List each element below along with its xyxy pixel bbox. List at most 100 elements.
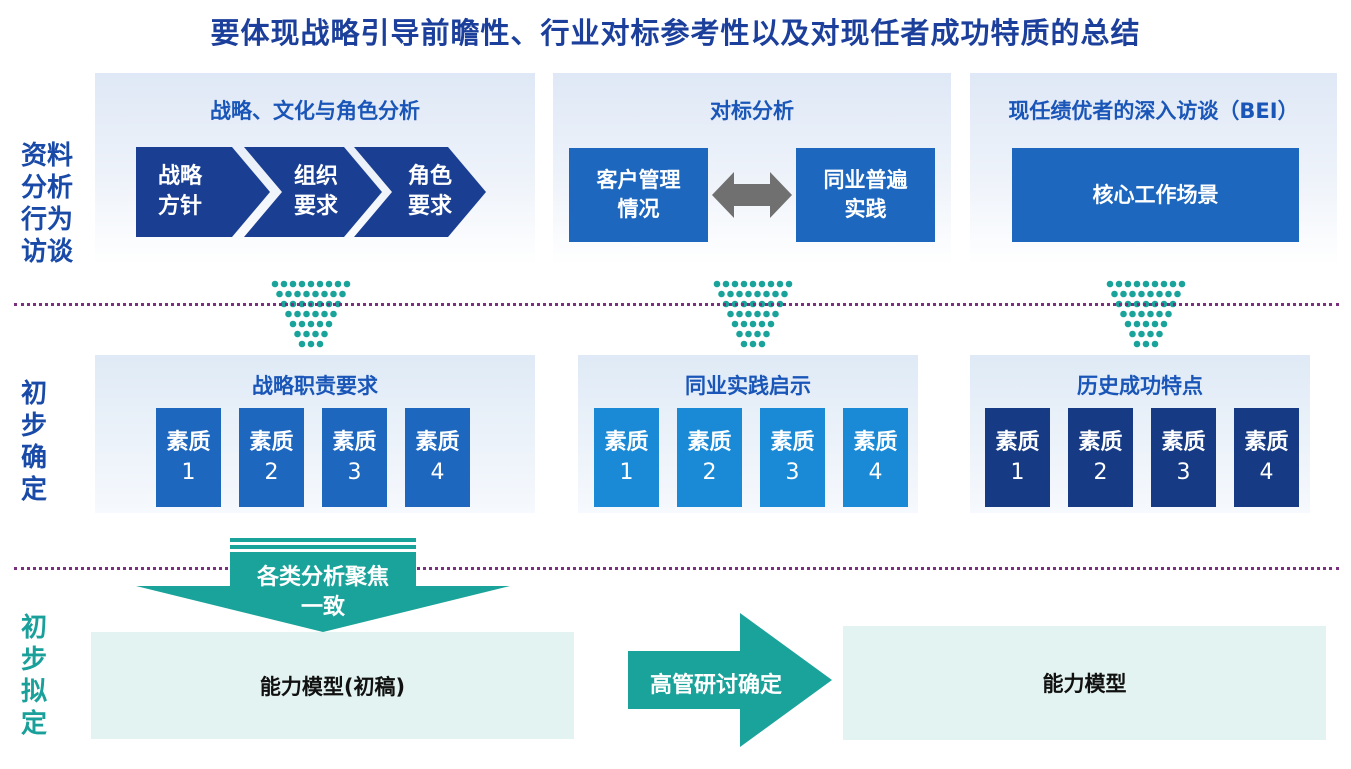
funnel-dot: [1142, 320, 1150, 328]
funnel-dot: [303, 290, 310, 298]
chevron-role-requirements: [354, 147, 486, 237]
funnel-dot: [736, 310, 743, 318]
funnel-dot: [1133, 340, 1141, 348]
funnel-dot: [1151, 320, 1159, 328]
funnel-dot: [727, 290, 734, 298]
quality-number: 1: [619, 459, 634, 485]
funnel-dot: [1120, 290, 1127, 298]
funnel-dot: [763, 290, 770, 298]
quality-number: 4: [1259, 459, 1274, 485]
quality-box: 素质 4: [1234, 408, 1299, 507]
funnel-dot: [294, 310, 301, 318]
quality-number: 4: [430, 459, 445, 485]
funnel-dot: [316, 280, 324, 288]
step-role-requirements: 角色要求: [390, 160, 470, 224]
quality-number: 3: [1176, 459, 1191, 485]
funnel-dot: [316, 320, 324, 328]
funnel-dot: [1151, 340, 1159, 348]
step-line: 方针: [157, 194, 202, 219]
quality-label: 素质: [853, 429, 898, 455]
funnel-dot: [1133, 320, 1141, 328]
funnel-dot: [303, 310, 310, 318]
funnel-dot: [312, 330, 319, 338]
row-label-line: 行为: [20, 205, 73, 235]
quality-label: 素质: [604, 429, 649, 455]
focus-down-arrow: [136, 538, 510, 632]
funnel-dot: [1156, 290, 1163, 298]
page-title: 要体现战略引导前瞻性、行业对标参考性以及对现任者成功特质的总结: [210, 16, 1141, 50]
funnel-dot: [334, 280, 342, 288]
funnel-dot: [1160, 280, 1168, 288]
row-label-line: 资料: [20, 141, 73, 171]
funnel-dot: [781, 290, 788, 298]
funnel-dot: [713, 280, 721, 288]
quality-label: 素质: [332, 429, 377, 455]
funnel-dot: [745, 330, 752, 338]
quality-label: 素质: [687, 429, 732, 455]
funnel-dot: [321, 310, 328, 318]
funnel-dot: [754, 310, 761, 318]
funnel-dot: [1124, 280, 1132, 288]
quality-number: 2: [264, 459, 279, 485]
funnel-dot: [1129, 290, 1136, 298]
funnel-dot: [1156, 330, 1163, 338]
quality-label: 素质: [770, 429, 815, 455]
row-label-line: 定: [20, 475, 47, 505]
funnel-dot: [1156, 310, 1163, 318]
funnel-dot: [736, 330, 743, 338]
strategy-chevrons: [136, 147, 486, 237]
funnel-dot: [1138, 310, 1145, 318]
funnel-dot: [289, 320, 297, 328]
funnel-dot: [325, 320, 333, 328]
funnel-dot: [330, 310, 337, 318]
funnel-dot: [754, 290, 761, 298]
funnel-dot: [1124, 320, 1132, 328]
funnel-dot: [1151, 280, 1159, 288]
quality-number: 2: [702, 459, 717, 485]
funnel-dot: [1142, 340, 1150, 348]
funnel-dot: [1111, 290, 1118, 298]
funnel-dot: [303, 330, 310, 338]
dot-funnel-2: [713, 280, 793, 348]
quality-number: 2: [1093, 459, 1108, 485]
funnel-dot: [749, 280, 757, 288]
funnel-dot: [280, 280, 288, 288]
funnel-dot: [330, 290, 337, 298]
funnel-dot: [731, 280, 739, 288]
step-line: 角色: [407, 164, 452, 189]
quality-label: 素质: [1244, 429, 1289, 455]
funnel-dot: [758, 320, 766, 328]
quality-label: 素质: [995, 429, 1040, 455]
funnel-dot: [749, 320, 757, 328]
funnel-dot: [740, 340, 748, 348]
quality-number: 3: [347, 459, 362, 485]
quality-label: 素质: [1161, 429, 1206, 455]
funnel-dot: [321, 330, 328, 338]
focus-arrow-line: 一致: [300, 595, 345, 620]
funnel-dot: [727, 310, 734, 318]
row-label-research: 资料 分析 行为 访谈: [14, 140, 80, 268]
funnel-dot: [294, 290, 301, 298]
benchmark-panel-title: 对标分析: [710, 99, 794, 123]
quality-box: 素质 3: [322, 408, 387, 507]
funnel-dot: [772, 310, 779, 318]
quality-label: 素质: [1078, 429, 1123, 455]
focus-arrow-label: 各类分析聚焦 一致: [220, 563, 426, 623]
divider-line-1: [14, 303, 1339, 306]
funnel-dot: [758, 280, 766, 288]
funnel-dot: [276, 290, 283, 298]
funnel-dot: [1106, 280, 1114, 288]
funnel-dot: [767, 320, 775, 328]
funnel-dot: [321, 290, 328, 298]
funnel-dot: [271, 280, 279, 288]
quality-box: 素质 2: [677, 408, 742, 507]
funnel-dot: [776, 280, 784, 288]
bei-panel-title: 现任绩优者的深入访谈（BEI）: [1008, 99, 1299, 123]
funnel-dot: [1165, 310, 1172, 318]
strategy-panel-title: 战略、文化与角色分析: [210, 99, 420, 123]
